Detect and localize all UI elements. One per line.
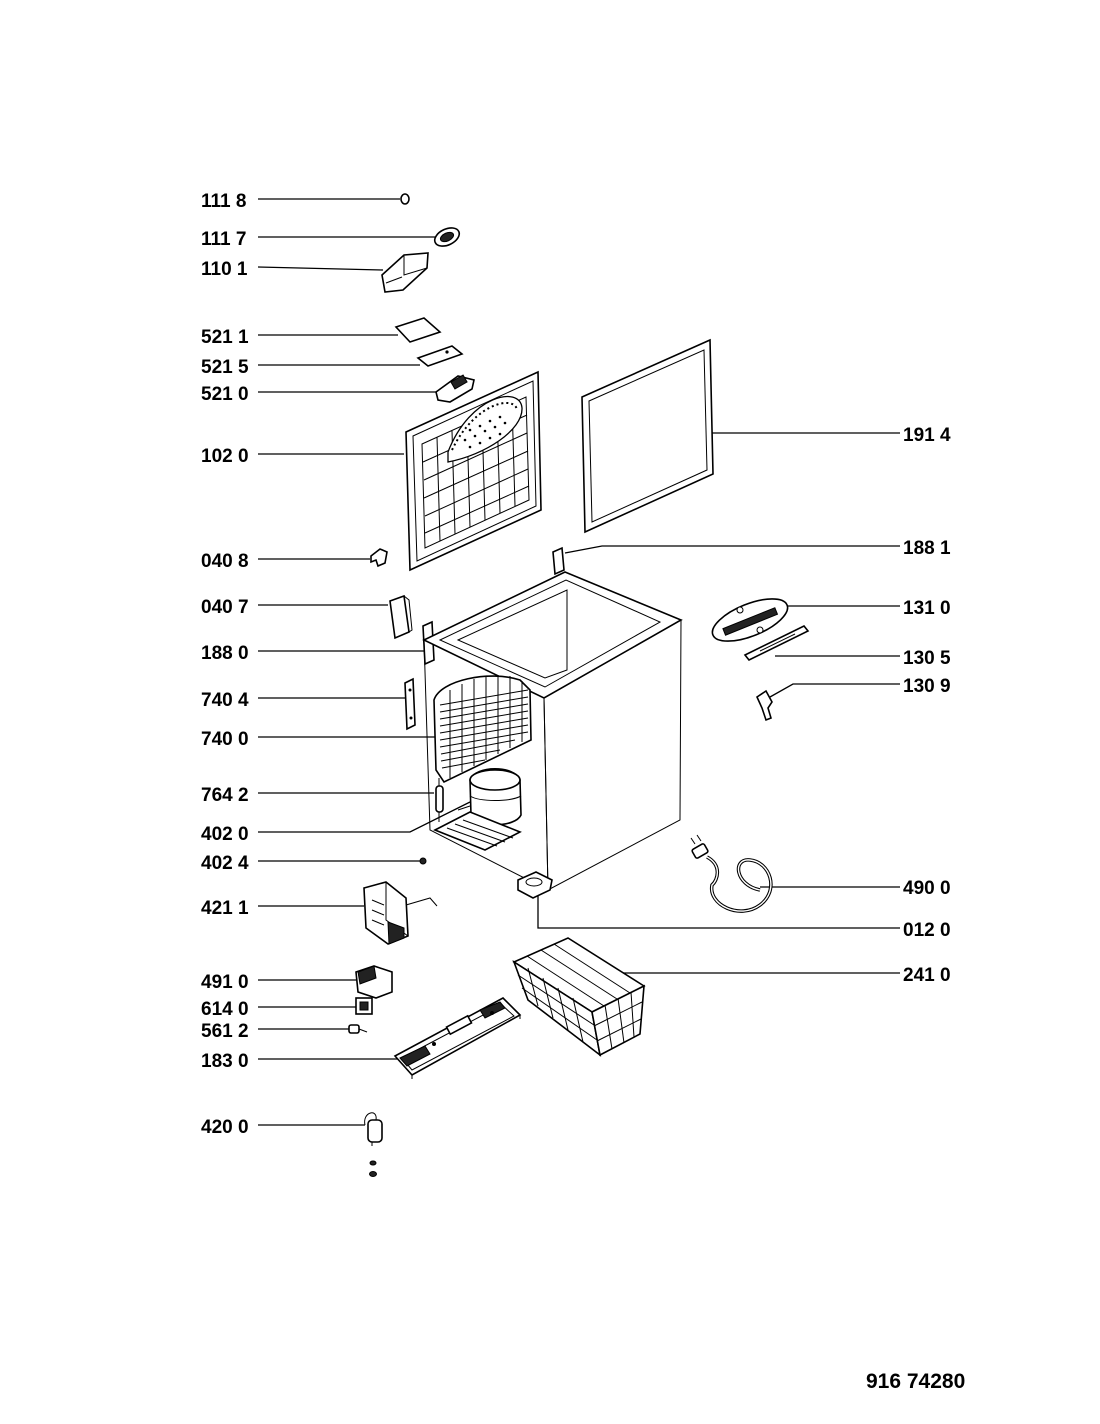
label-012-0[interactable]: 012 0: [903, 920, 951, 941]
label-130-5[interactable]: 130 5: [903, 648, 951, 669]
label-402-4[interactable]: 402 4: [201, 853, 249, 874]
document-number: 916 74280: [866, 1370, 965, 1393]
label-131-0[interactable]: 131 0: [903, 598, 951, 619]
connector-part: [348, 1024, 368, 1034]
thermostat-strip-part: [743, 624, 810, 662]
label-521-0[interactable]: 521 0: [201, 384, 249, 405]
label-764-2[interactable]: 764 2: [201, 785, 249, 806]
lid-handle-part: [381, 252, 429, 293]
basket-wires: [517, 943, 643, 1050]
label-191-4[interactable]: 191 4: [903, 425, 951, 446]
power-cord-part: [690, 834, 773, 913]
label-241-0[interactable]: 241 0: [903, 965, 951, 986]
label-111-7[interactable]: 111 7: [201, 229, 246, 250]
label-521-1[interactable]: 521 1: [201, 327, 249, 348]
label-561-2[interactable]: 561 2: [201, 1021, 249, 1042]
base-plate-part: [393, 997, 522, 1079]
left-labels: 111 8 111 7 110 1 521 1 521 5 521 0 102 …: [201, 191, 249, 1138]
hinge-clip-part: [370, 548, 388, 568]
label-421-1[interactable]: 421 1: [201, 898, 249, 919]
foot-part: [517, 871, 553, 899]
lid-part: [405, 370, 542, 572]
filter-drier-part: [435, 778, 444, 822]
label-491-0[interactable]: 491 0: [201, 972, 249, 993]
label-490-0[interactable]: 490 0: [903, 878, 951, 899]
wire-basket-part: [512, 937, 646, 1057]
label-188-1[interactable]: 188 1: [903, 538, 951, 559]
hinge-post-right-part: [552, 546, 565, 576]
label-102-0[interactable]: 102 0: [201, 446, 249, 467]
capacitor-part: [364, 1112, 383, 1177]
label-183-0[interactable]: 183 0: [201, 1051, 249, 1072]
condenser-part: [433, 675, 532, 784]
compressor-part: [433, 768, 522, 851]
control-box-part: [363, 881, 438, 945]
label-614-0[interactable]: 614 0: [201, 999, 249, 1020]
bracket-part: [416, 345, 464, 367]
label-110-1[interactable]: 110 1: [201, 259, 248, 280]
round-plate-part: [433, 227, 461, 247]
label-130-9[interactable]: 130 9: [903, 676, 951, 697]
label-111-8[interactable]: 111 8: [201, 191, 246, 212]
lamp-cover-part: [394, 317, 442, 343]
thermostat-knob-part: [755, 689, 773, 722]
washer-part: [400, 193, 410, 205]
label-740-4[interactable]: 740 4: [201, 690, 249, 711]
thermostat-plate-part: [711, 598, 789, 642]
lid-gasket-part: [581, 338, 714, 534]
cabinet-part: [422, 571, 683, 891]
lamp-holder-part: [435, 374, 475, 403]
label-188-0[interactable]: 188 0: [201, 643, 249, 664]
label-402-0[interactable]: 402 0: [201, 824, 249, 845]
label-521-5[interactable]: 521 5: [201, 357, 249, 378]
relay-part: [355, 997, 373, 1015]
label-040-7[interactable]: 040 7: [201, 597, 249, 618]
hinge-part: [389, 594, 413, 640]
lid-liner-grid: [422, 402, 530, 542]
label-420-0[interactable]: 420 0: [201, 1117, 249, 1138]
label-740-0[interactable]: 740 0: [201, 729, 249, 750]
leader-lines: [257, 198, 900, 1126]
right-labels: 191 4 188 1 131 0 130 5 130 9 490 0 012 …: [903, 425, 951, 986]
nut-part: [419, 857, 427, 865]
cable-holder-part: [355, 965, 393, 999]
tube-bracket-part: [404, 677, 416, 731]
label-040-8[interactable]: 040 8: [201, 551, 249, 572]
parts: [348, 193, 810, 1177]
